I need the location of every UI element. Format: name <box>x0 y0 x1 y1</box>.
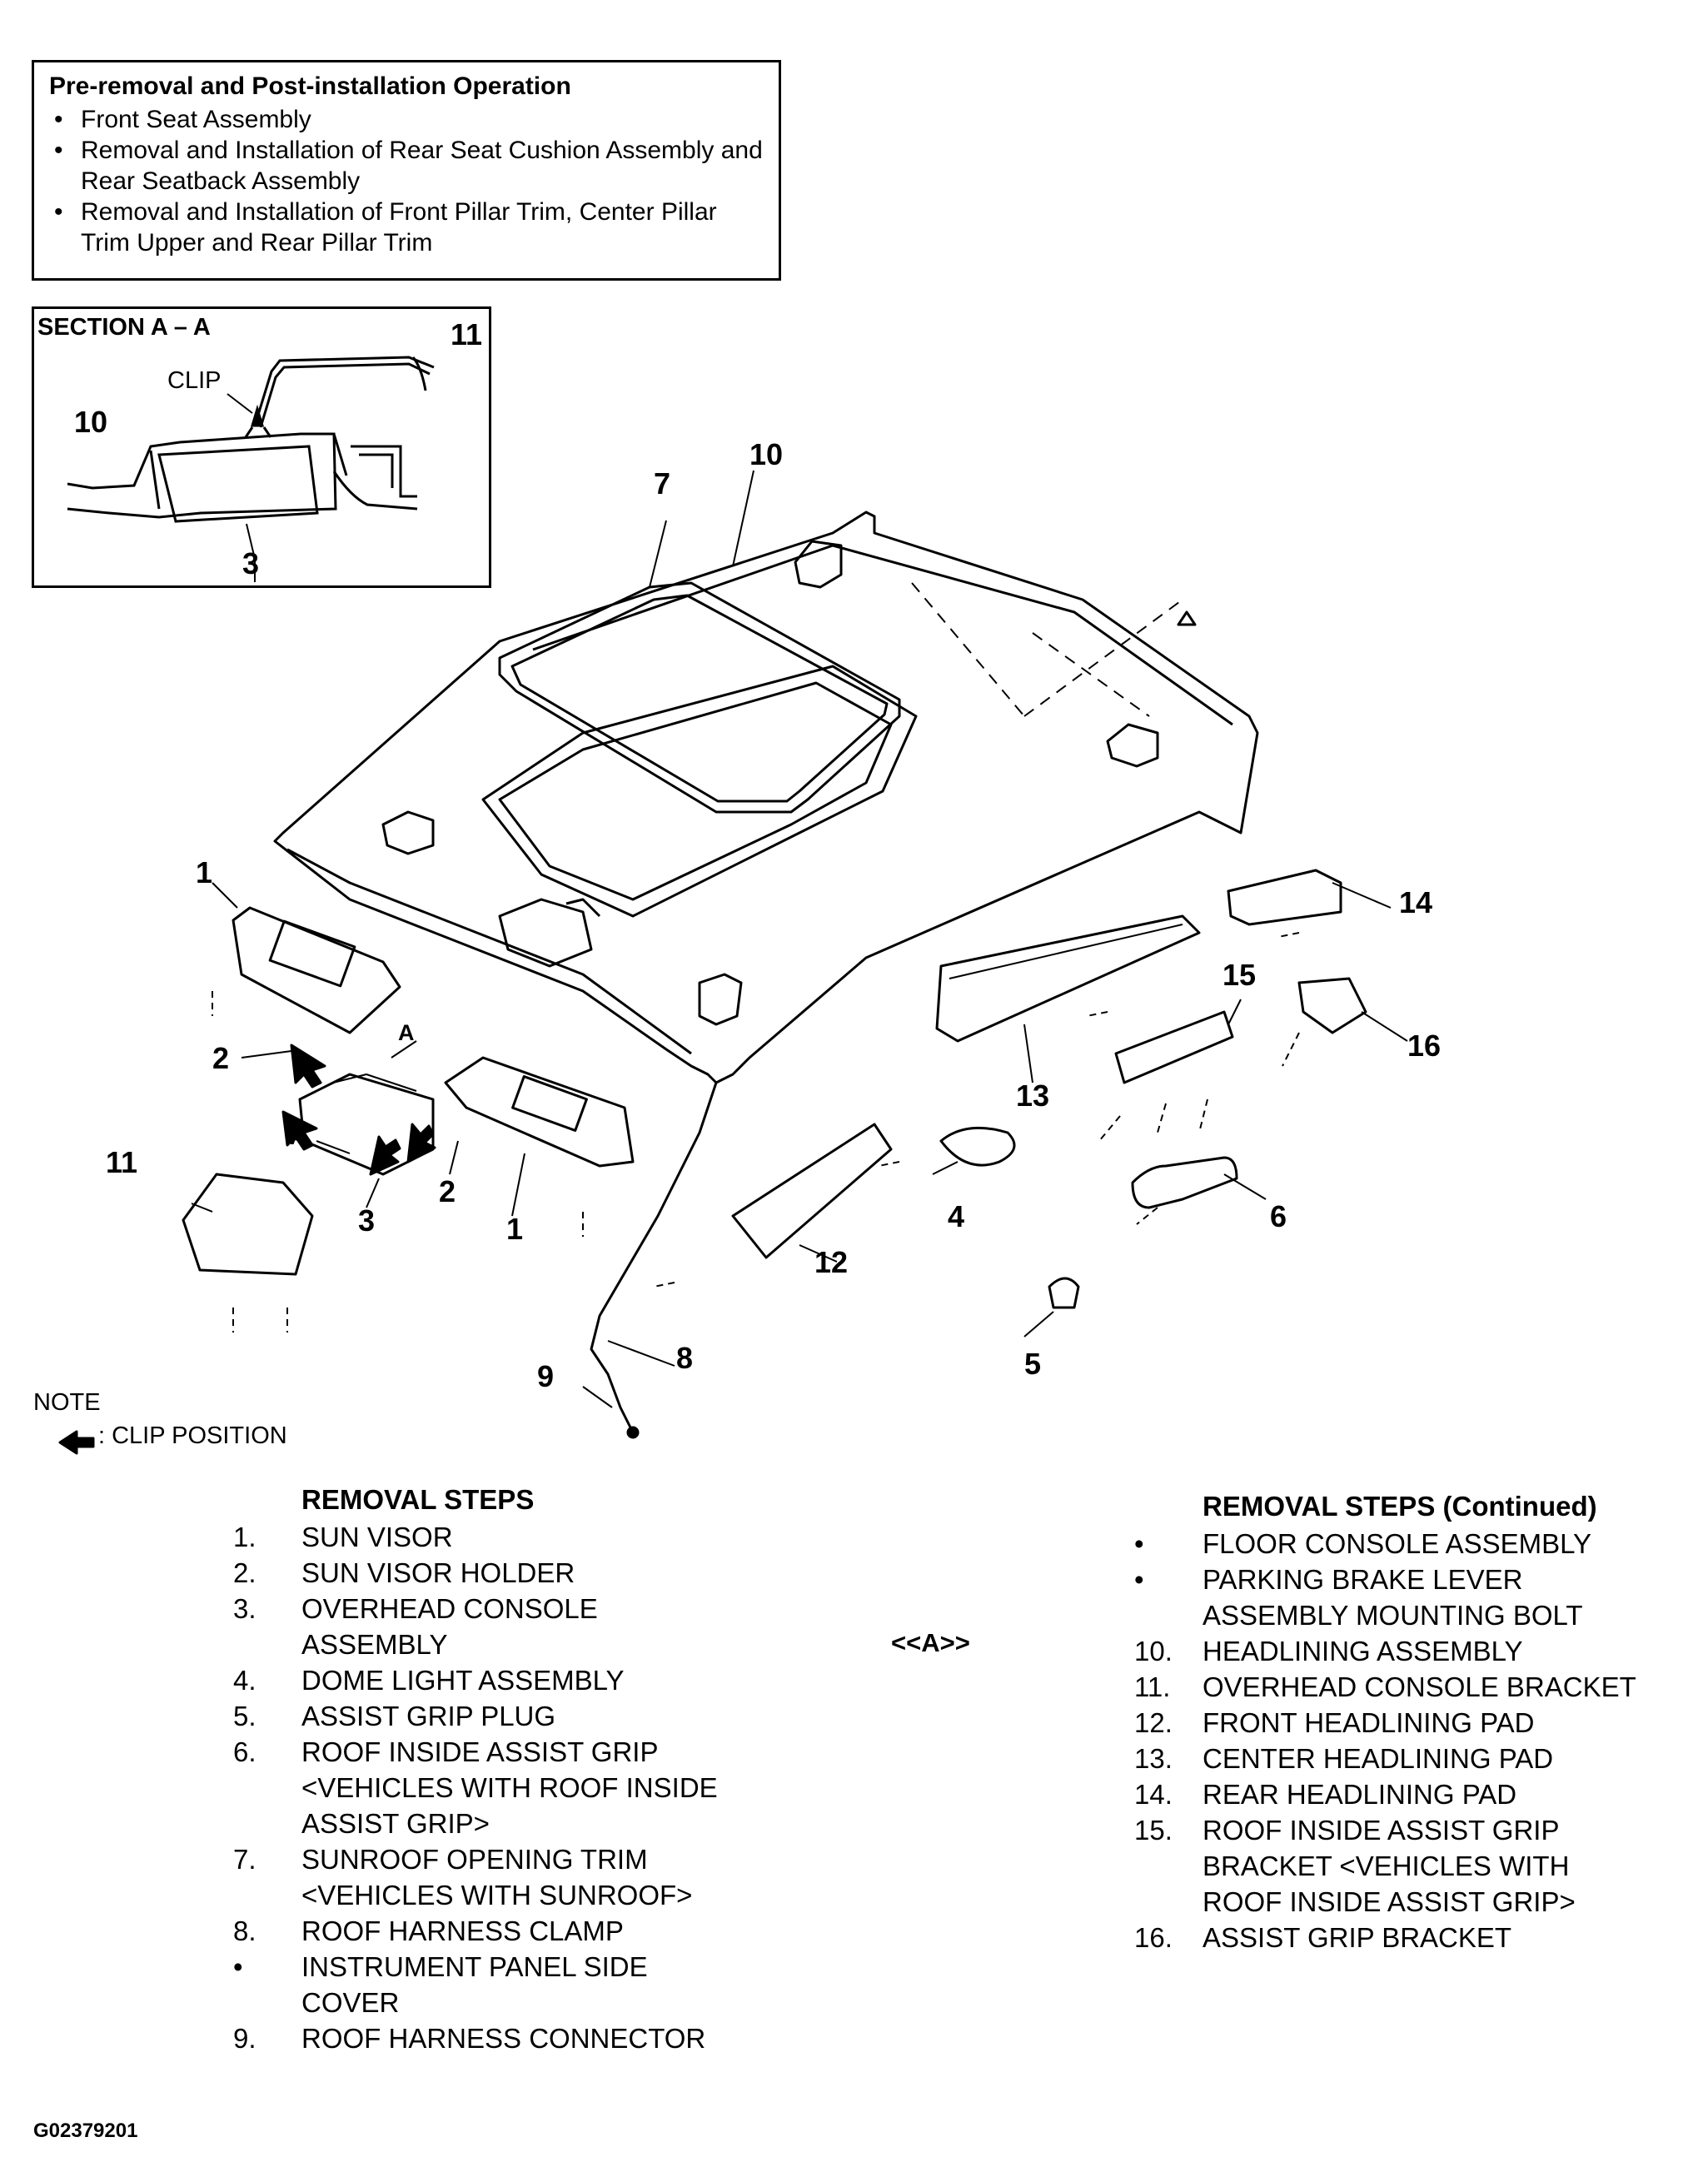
pre-removal-box: Pre-removal and Post-installation Operat… <box>32 60 781 281</box>
step-row: 2.SUN VISOR HOLDER <box>233 1557 575 1588</box>
section-a-a-box: SECTION A – A 11 CLIP 10 3 <box>32 306 491 588</box>
callout-7: 7 <box>654 466 671 501</box>
callout-3: 3 <box>358 1203 376 1238</box>
section-mark-a-bottom: A <box>290 1124 306 1149</box>
callout-5: 5 <box>1024 1347 1042 1381</box>
step-row: 6.ROOF INSIDE ASSIST GRIP <box>233 1736 659 1767</box>
step-row: ASSEMBLY MOUNTING BOLT <box>1203 1600 1583 1631</box>
callout-9: 9 <box>537 1359 555 1393</box>
step-row: 13.CENTER HEADLINING PAD <box>1134 1743 1554 1774</box>
step-row: 12.FRONT HEADLINING PAD <box>1134 1707 1535 1738</box>
step-row: 1.SUN VISOR <box>233 1522 453 1552</box>
note-title: NOTE <box>33 1389 101 1416</box>
callout-1-right: 1 <box>506 1212 524 1246</box>
callout-1-left: 1 <box>196 855 213 889</box>
step-row: •PARKING BRAKE LEVER <box>1134 1564 1523 1595</box>
pre-removal-list: Front Seat Assembly Removal and Installa… <box>49 104 764 258</box>
step-row: 8.ROOF HARNESS CLAMP <box>233 1915 624 1946</box>
step-row: •INSTRUMENT PANEL SIDE <box>233 1951 648 1982</box>
callout-2-left: 2 <box>212 1041 230 1075</box>
step-row: 10.HEADLINING ASSEMBLY <box>1134 1636 1523 1666</box>
step-row: ASSEMBLY <box>301 1629 448 1660</box>
step-row: <VEHICLES WITH SUNROOF> <box>301 1880 693 1910</box>
step-row: •FLOOR CONSOLE ASSEMBLY <box>1134 1528 1592 1559</box>
callout-16: 16 <box>1407 1029 1442 1063</box>
step-row: BRACKET <VEHICLES WITH <box>1203 1851 1570 1881</box>
section-drawing <box>67 356 435 582</box>
section-callout-11: 11 <box>451 317 483 351</box>
step-row: 4.DOME LIGHT ASSEMBLY <box>233 1665 625 1696</box>
step-row: 7.SUNROOF OPENING TRIM <box>233 1844 648 1875</box>
step-row: 16.ASSIST GRIP BRACKET <box>1134 1922 1512 1953</box>
step-row: 14.REAR HEADLINING PAD <box>1134 1779 1517 1810</box>
step-row: 15.ROOF INSIDE ASSIST GRIP <box>1134 1815 1560 1846</box>
removal-steps-continued-header: REMOVAL STEPS (Continued) <box>1203 1491 1597 1522</box>
note-legend: : CLIP POSITION <box>98 1422 287 1449</box>
removal-steps-right: REMOVAL STEPS (Continued) •FLOOR CONSOLE… <box>1134 1491 1701 1955</box>
step-row: COVER <box>301 1987 400 2018</box>
callout-4: 4 <box>948 1199 965 1233</box>
removal-steps-left: REMOVAL STEPS 1.SUN VISOR 2.SUN VISOR HO… <box>233 1484 916 2056</box>
callout-10: 10 <box>749 437 784 471</box>
pre-removal-item: Removal and Installation of Rear Seat Cu… <box>49 135 764 197</box>
pre-removal-item: Removal and Installation of Front Pillar… <box>49 197 764 258</box>
section-callout-10: 10 <box>74 405 108 439</box>
section-clip-label: CLIP <box>167 367 222 394</box>
step-row: 9.ROOF HARNESS CONNECTOR <box>233 2023 706 2054</box>
service-point-tag: <<A>> <box>891 1628 970 1657</box>
figure-id: G02379201 <box>33 2120 138 2142</box>
removal-steps-header: REMOVAL STEPS <box>301 1484 535 1515</box>
pre-removal-item: Front Seat Assembly <box>49 104 764 135</box>
callout-12: 12 <box>814 1245 849 1279</box>
step-row: 5.ASSIST GRIP PLUG <box>233 1701 556 1731</box>
step-row: ROOF INSIDE ASSIST GRIP> <box>1203 1886 1576 1917</box>
section-mark-a-top: A <box>398 1020 415 1045</box>
callout-14: 14 <box>1399 885 1433 919</box>
callout-2-right: 2 <box>439 1174 456 1208</box>
step-row: <VEHICLES WITH ROOF INSIDE <box>301 1772 718 1803</box>
step-row: ASSIST GRIP> <box>301 1808 490 1839</box>
callout-8: 8 <box>676 1341 694 1375</box>
step-row: 11.OVERHEAD CONSOLE BRACKET <box>1134 1671 1636 1702</box>
step-row: 3.OVERHEAD CONSOLE <box>233 1593 598 1624</box>
pre-removal-title: Pre-removal and Post-installation Operat… <box>49 72 571 100</box>
callout-6: 6 <box>1270 1199 1287 1233</box>
callout-13: 13 <box>1016 1079 1050 1113</box>
section-title: SECTION A – A <box>37 314 211 341</box>
callout-15: 15 <box>1222 958 1257 992</box>
section-callout-3: 3 <box>242 546 260 580</box>
callout-11: 11 <box>106 1145 138 1179</box>
